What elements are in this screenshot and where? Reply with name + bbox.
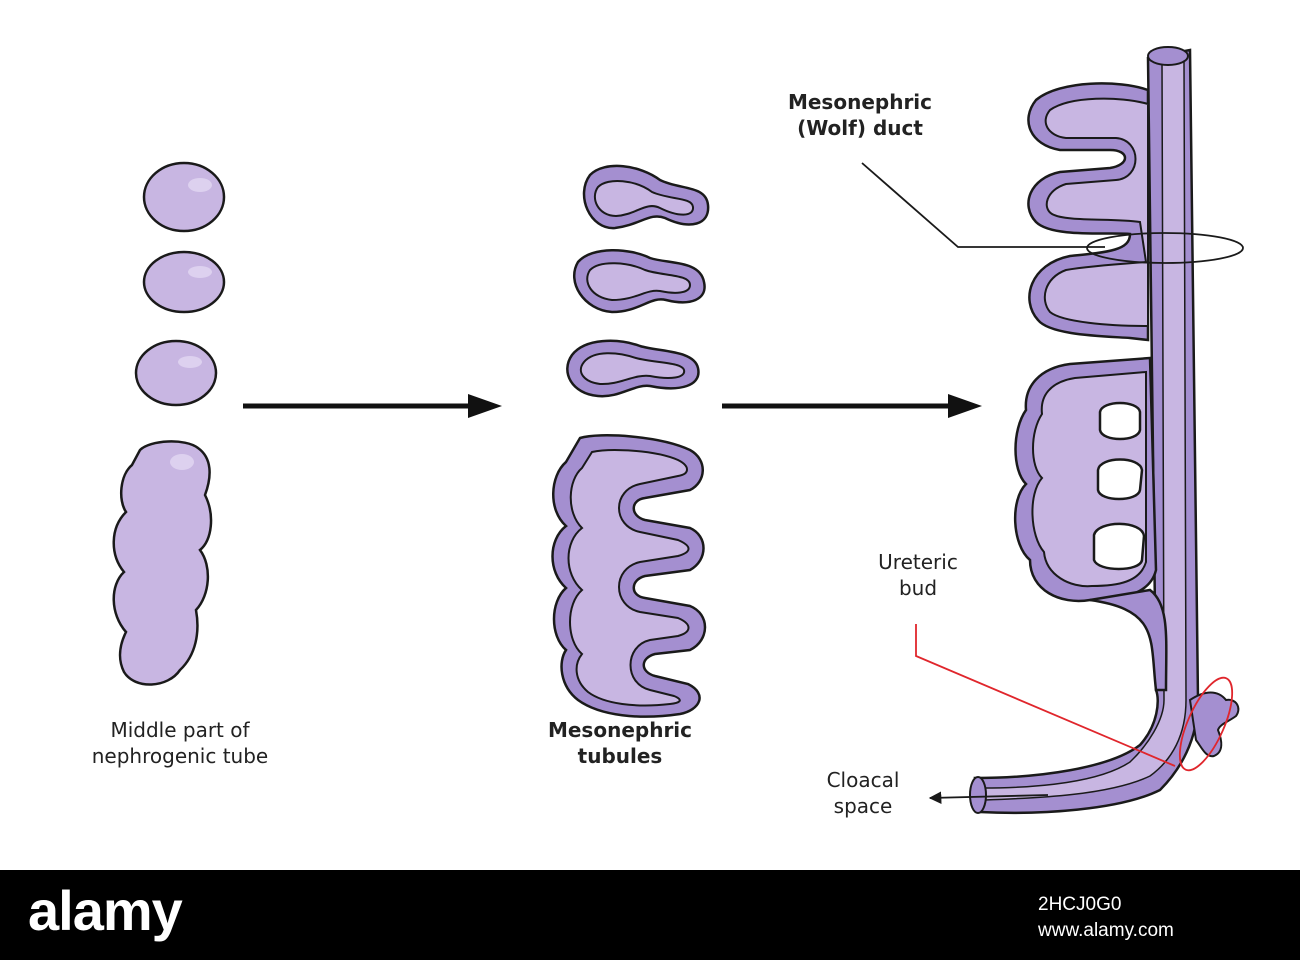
tubule-vesicle-1 <box>582 164 710 230</box>
wolffian-duct-tube <box>969 46 1200 815</box>
label-cloacal-line2: space <box>833 793 893 818</box>
ureteric-bud-shape <box>1188 691 1240 758</box>
opening-2 <box>1096 458 1144 501</box>
label-wolf-duct-line2: (Wolf) duct <box>797 115 923 140</box>
label-cloacal-space: Cloacal space <box>808 768 918 819</box>
cord-vesicle-1 <box>142 161 226 233</box>
wolf-duct-leader <box>861 162 1244 264</box>
label-middle-part: Middle part of nephrogenic tube <box>60 718 300 769</box>
watermark-image-id: 2HCJ0G0 <box>1038 894 1122 915</box>
label-wolf-duct: Mesonephric (Wolf) duct <box>770 90 950 141</box>
label-ureteric-bud: Ureteric bud <box>858 550 978 601</box>
stage1-nephrogenic-cord <box>112 161 226 686</box>
label-ureteric-bud-line2: bud <box>898 575 938 600</box>
label-middle-part-line2: nephrogenic tube <box>91 743 269 768</box>
duct-lower-mass <box>1014 356 1168 692</box>
label-mesonephric-tubules: Mesonephric tubules <box>520 718 720 769</box>
opening-1 <box>1098 401 1142 441</box>
stage2-tubules <box>551 164 710 718</box>
cord-vesicle-3 <box>134 339 218 407</box>
tubule-mass <box>551 434 707 718</box>
label-middle-part-line1: Middle part of <box>110 718 250 742</box>
arrow-left-icon <box>928 791 1049 805</box>
cord-vesicle-2 <box>142 250 226 314</box>
cord-mass <box>112 440 213 686</box>
watermark-footer: alamy 2HCJ0G0 www.alamy.com <box>0 870 1300 960</box>
stage1-highlights <box>170 178 212 470</box>
tubule-vesicle-2 <box>572 249 706 314</box>
duct-tubule-loops <box>1027 82 1150 342</box>
watermark-brand-logo: alamy <box>28 879 183 942</box>
label-wolf-duct-line1: Mesonephric <box>787 90 933 114</box>
label-tubules-line2: tubules <box>577 743 663 768</box>
ureteric-bud-leader <box>915 624 1234 772</box>
stage3-mesonephric-duct <box>969 46 1240 815</box>
right-arrow-icon <box>243 394 502 418</box>
label-ureteric-bud-line1: Ureteric <box>878 550 958 574</box>
label-tubules-line1: Mesonephric <box>547 718 693 742</box>
tubule-vesicle-3 <box>566 339 700 398</box>
label-cloacal-line1: Cloacal <box>826 768 900 792</box>
opening-3 <box>1092 522 1146 571</box>
watermark-site: www.alamy.com <box>1038 919 1174 941</box>
watermark-image-info: 2HCJ0G0 www.alamy.com <box>1038 892 1174 943</box>
right-arrow-icon <box>722 394 982 418</box>
